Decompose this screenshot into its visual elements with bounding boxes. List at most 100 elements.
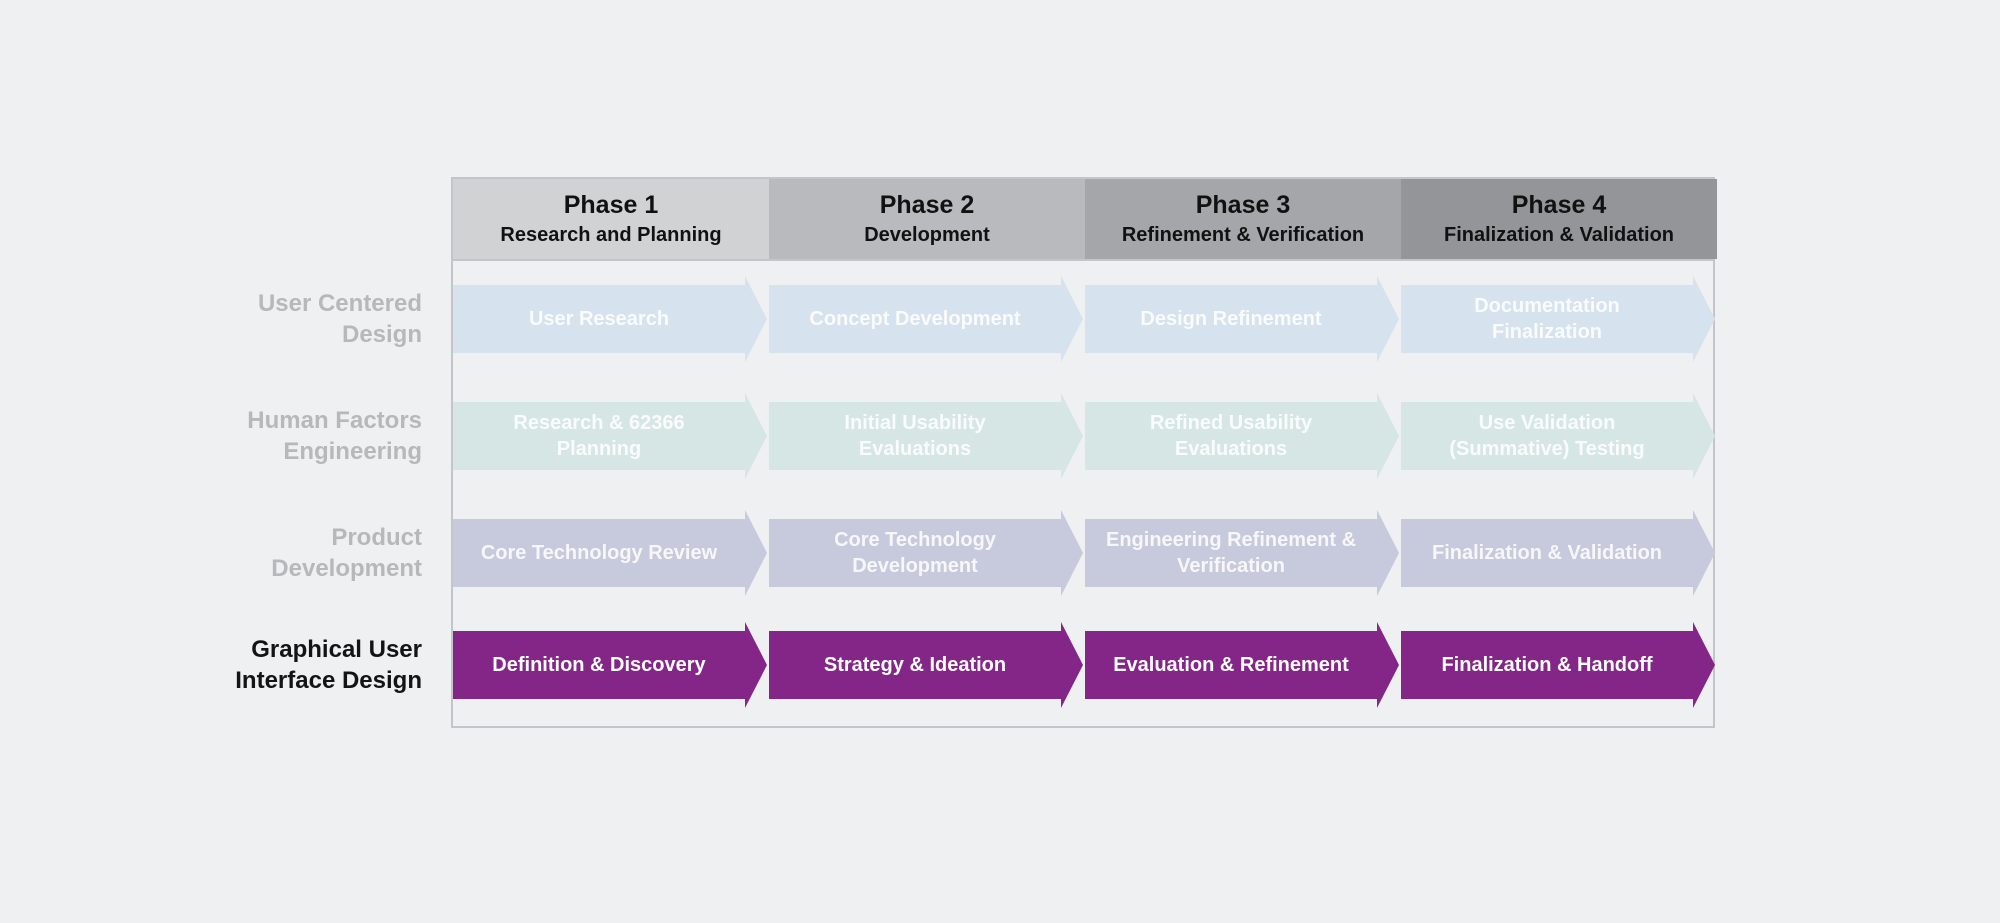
phase-title: Phase 1: [563, 191, 659, 219]
arrow-body: [1401, 622, 1715, 708]
step-label-line: (Summative) Testing: [1449, 438, 1645, 460]
arrow-shape: [1085, 276, 1399, 362]
step-label-line: Definition & Discovery: [492, 654, 706, 676]
process-step-arrow: Design Refinement: [1085, 276, 1399, 362]
process-step-arrow: Core Technology Review: [453, 510, 767, 596]
step-label-line: Use Validation: [1478, 412, 1616, 434]
arrow-body: [1401, 510, 1715, 596]
step-label: User Research: [453, 276, 745, 362]
arrow-body: [1085, 393, 1399, 479]
step-label-line: Design Refinement: [1140, 308, 1322, 330]
arrow-shape: [1401, 622, 1715, 708]
step-label-line: Strategy & Ideation: [823, 654, 1007, 676]
phase-header-2: Phase 2 Development: [769, 179, 1085, 259]
step-label-line: Verification: [1177, 555, 1285, 577]
arrow-body: [769, 510, 1083, 596]
step-label-line: Engineering Refinement &: [1105, 529, 1357, 551]
header-divider: [453, 259, 1713, 261]
row-label-line: Graphical User: [251, 636, 422, 663]
arrow-shape: [453, 510, 767, 596]
arrow-body: [1401, 393, 1715, 479]
step-label-line: Evaluations: [858, 438, 972, 460]
step-label: Strategy & Ideation: [769, 622, 1061, 708]
arrow-body: [453, 276, 767, 362]
arrow-shape: [769, 393, 1083, 479]
arrow-body: [769, 622, 1083, 708]
process-step-arrow: Strategy & Ideation: [769, 622, 1083, 708]
process-step-arrow: Definition & Discovery: [453, 622, 767, 708]
step-label-line: Initial Usability: [844, 412, 986, 434]
arrow-body: [1401, 276, 1715, 362]
arrow-shape: [1085, 622, 1399, 708]
phase-header-1: Phase 1 Research and Planning: [453, 179, 769, 259]
row-label-line: Engineering: [283, 438, 422, 465]
process-step-arrow: User Research: [453, 276, 767, 362]
arrow-shape: [1401, 510, 1715, 596]
step-label: Engineering Refinement & Verification: [1085, 510, 1377, 596]
step-label: Definition & Discovery: [453, 622, 745, 708]
phase-subtitle: Development: [864, 224, 990, 246]
process-step-arrow: Engineering Refinement & Verification: [1085, 510, 1399, 596]
row-label-line: User Centered: [257, 290, 422, 317]
arrow-body: [1085, 622, 1399, 708]
step-label-line: Finalization & Handoff: [1441, 654, 1653, 676]
arrow-shape: [1085, 393, 1399, 479]
phase-header-3: Phase 3 Refinement & Verification: [1085, 179, 1401, 259]
step-label: Concept Development: [769, 276, 1061, 362]
process-step-arrow: Finalization & Validation: [1401, 510, 1715, 596]
row-label-line: Development: [271, 555, 422, 582]
arrow-body: [453, 393, 767, 479]
step-label-line: Refined Usability: [1149, 412, 1313, 434]
arrow-shape: [1401, 276, 1715, 362]
phase-subtitle: Finalization & Validation: [1443, 224, 1675, 246]
step-label-line: Evaluations: [1174, 438, 1288, 460]
step-label-line: Finalization & Validation: [1431, 542, 1663, 564]
step-label-line: Concept Development: [809, 308, 1021, 330]
arrow-shape: [453, 276, 767, 362]
process-step-arrow: Evaluation & Refinement: [1085, 622, 1399, 708]
arrow-shape: [769, 510, 1083, 596]
phase-title: Phase 4: [1511, 191, 1607, 219]
step-label-line: Finalization: [1492, 321, 1602, 343]
process-step-arrow: Use Validation (Summative) Testing: [1401, 393, 1715, 479]
step-label-line: Core Technology Review: [480, 542, 718, 564]
arrow-body: [1085, 276, 1399, 362]
phase-title: Phase 2: [879, 191, 975, 219]
process-step-arrow: Concept Development: [769, 276, 1083, 362]
arrow-shape: [1401, 393, 1715, 479]
step-label: Design Refinement: [1085, 276, 1377, 362]
phase-title: Phase 3: [1195, 191, 1291, 219]
arrow-shape: [453, 393, 767, 479]
step-label-line: Research & 62366: [513, 412, 685, 434]
step-label-line: User Research: [528, 308, 670, 330]
diagram-frame: [451, 177, 1715, 728]
row-label-line: Human Factors: [247, 407, 422, 434]
step-label-line: Development: [852, 555, 978, 577]
phase-subtitle: Refinement & Verification: [1121, 224, 1365, 246]
step-label: Use Validation (Summative) Testing: [1401, 393, 1693, 479]
arrow-shape: [769, 622, 1083, 708]
step-label: Core Technology Review: [453, 510, 745, 596]
phase-header-4: Phase 4 Finalization & Validation: [1401, 179, 1717, 259]
arrow-shape: [453, 622, 767, 708]
step-label: Evaluation & Refinement: [1085, 622, 1377, 708]
arrow-body: [769, 393, 1083, 479]
arrow-body: [1085, 510, 1399, 596]
step-label: Finalization & Validation: [1401, 510, 1693, 596]
process-step-arrow: Finalization & Handoff: [1401, 622, 1715, 708]
